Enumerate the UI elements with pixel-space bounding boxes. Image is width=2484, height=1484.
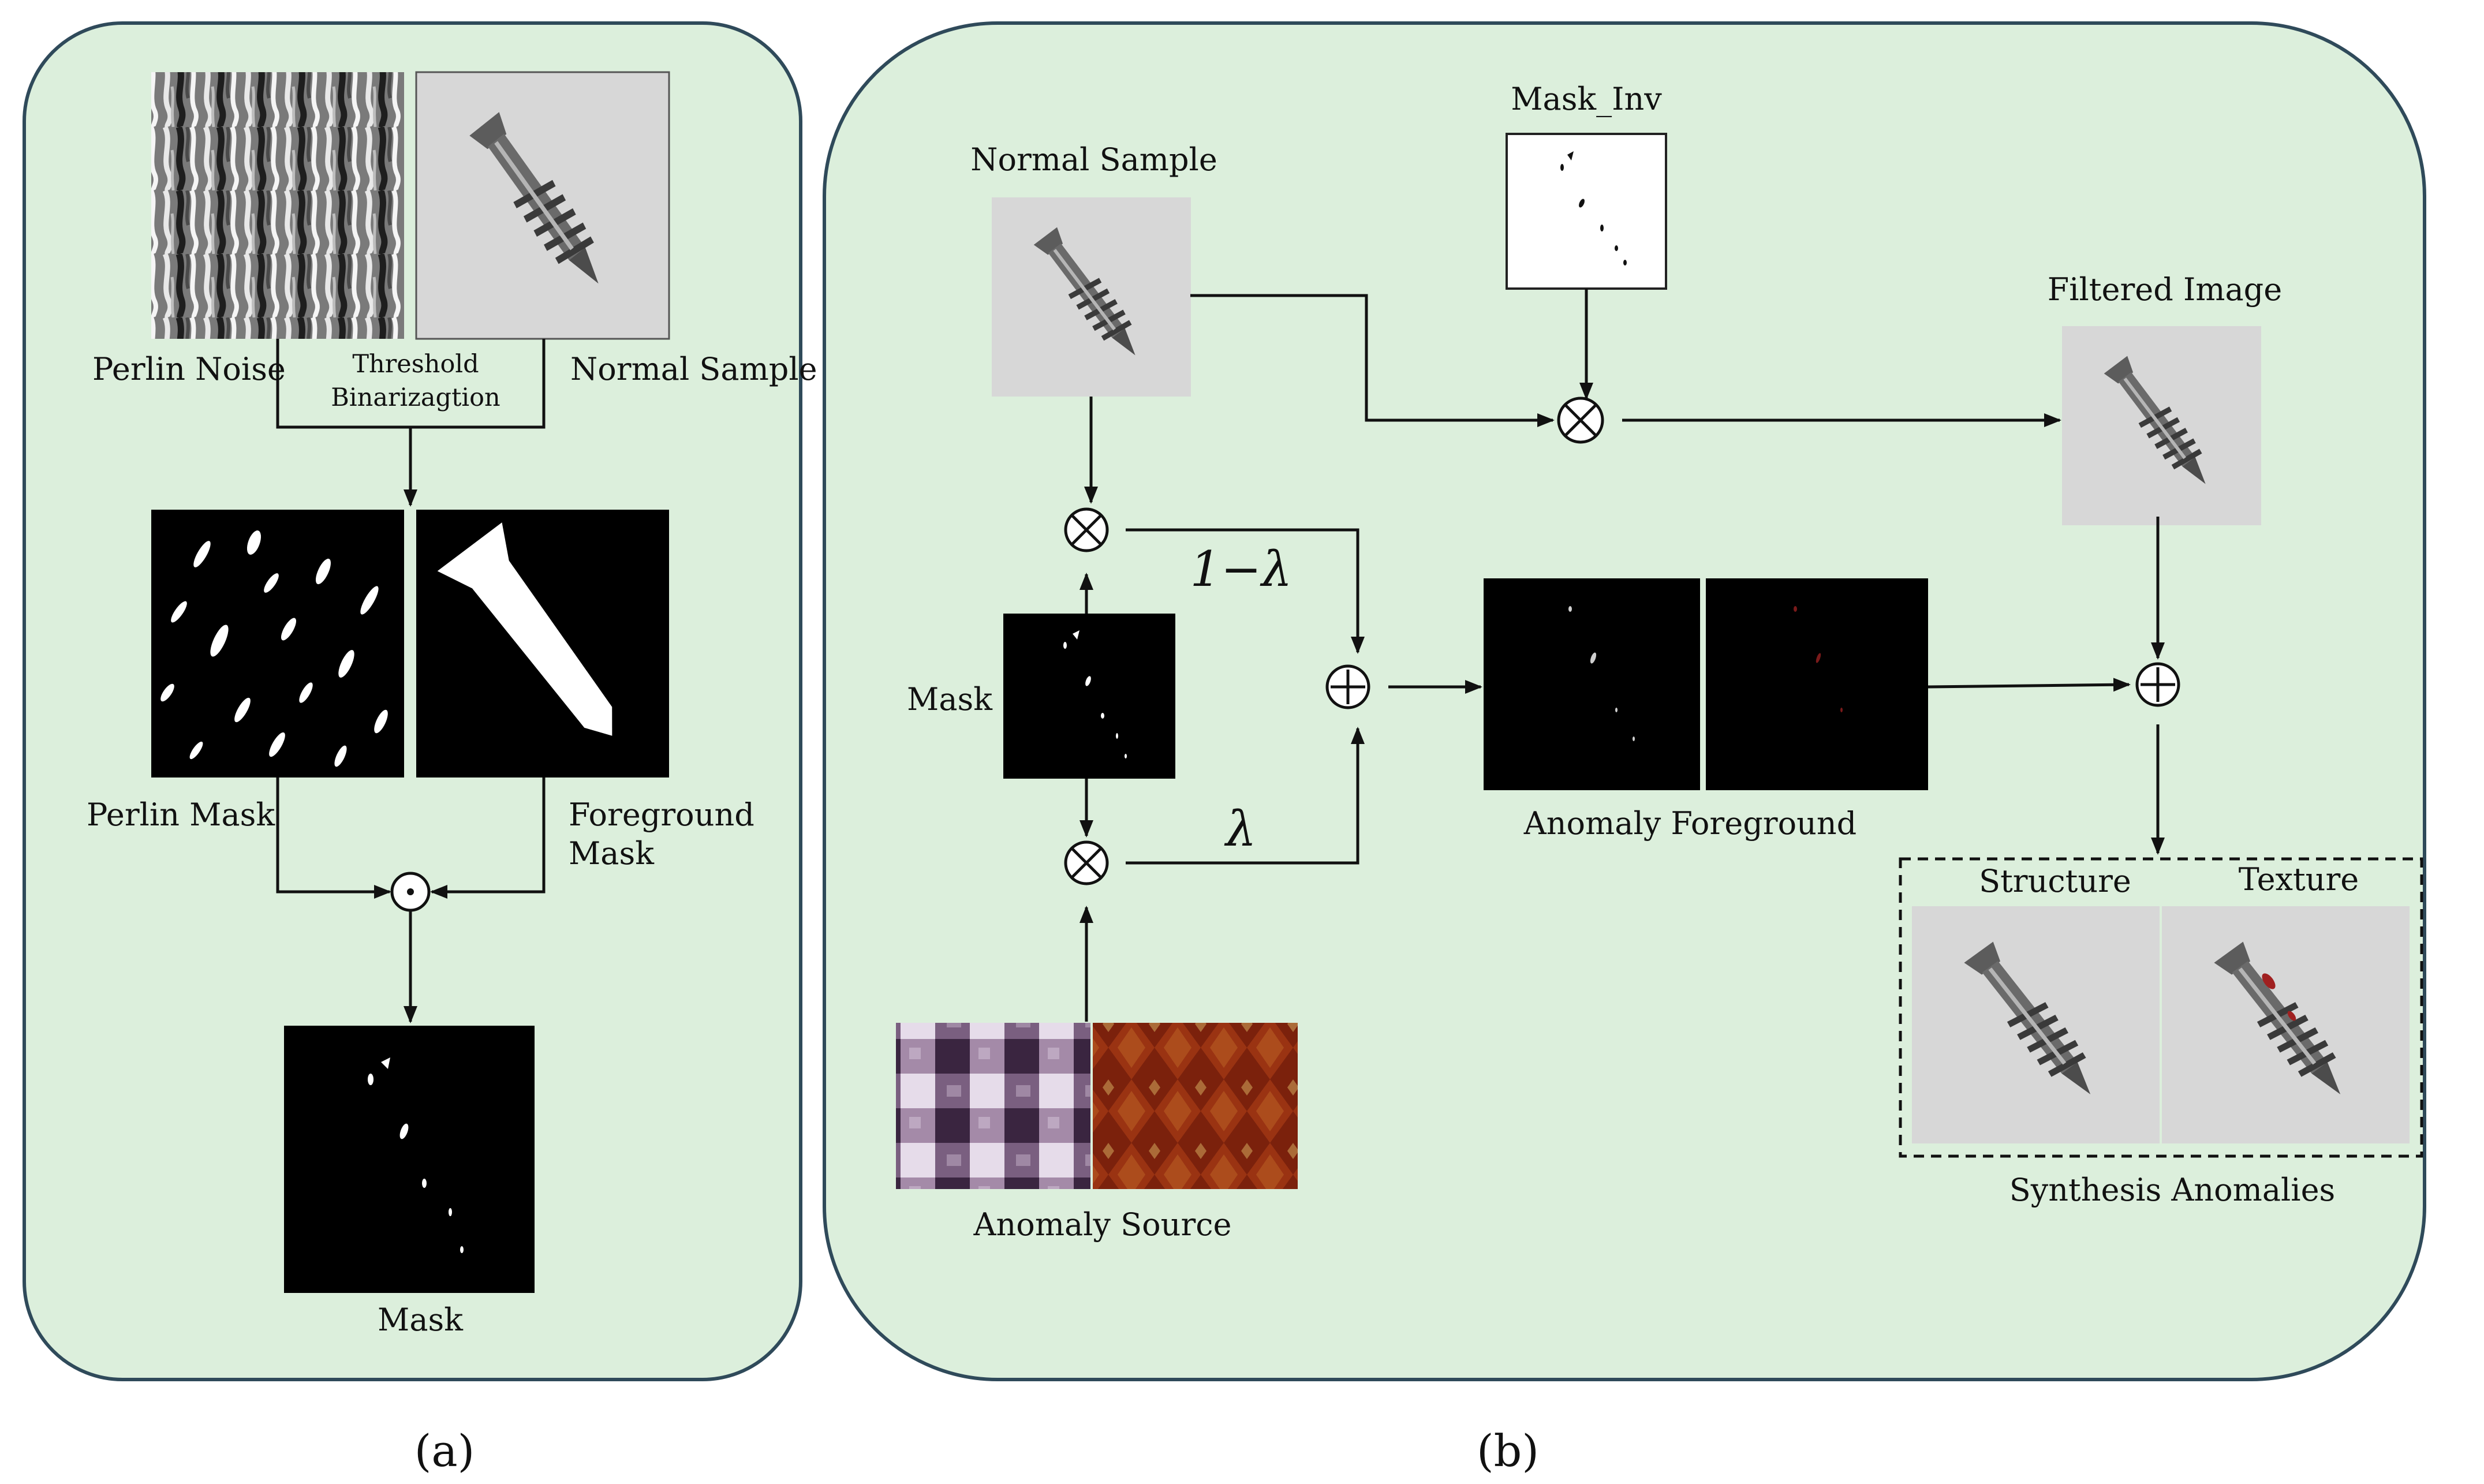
filtered-image bbox=[2062, 326, 2261, 525]
binarization-label: Binarizagtion bbox=[331, 383, 500, 412]
perlin-mask-label: Perlin Mask bbox=[87, 797, 275, 833]
anomaly-source-image bbox=[896, 1023, 1298, 1189]
perlin-mask-image bbox=[151, 510, 404, 777]
normal-sample-label-b: Normal Sample bbox=[970, 141, 1217, 178]
lambda-label: λ bbox=[1224, 801, 1256, 857]
perlin-mask-arrow bbox=[276, 777, 391, 899]
threshold-label: Threshold bbox=[352, 350, 479, 379]
circled-times-icon-lower bbox=[1064, 840, 1109, 885]
mask-inv-label: Mask_Inv bbox=[1511, 81, 1662, 117]
mask-inv-image bbox=[1506, 133, 1667, 290]
normal-sample-image-b bbox=[992, 197, 1191, 397]
foreground-mask-label-1: Foreground bbox=[569, 797, 754, 833]
upper-mult-to-add-arrow bbox=[1126, 528, 1365, 654]
lower-mult-to-add-arrow bbox=[1126, 727, 1365, 865]
circled-dot-icon bbox=[390, 872, 431, 912]
structure-anomaly-image bbox=[1912, 906, 2160, 1143]
circled-plus-icon-middle bbox=[1325, 664, 1370, 709]
mask-label-a: Mask bbox=[378, 1302, 464, 1338]
anomaly-source-label: Anomaly Source bbox=[973, 1206, 1232, 1243]
circled-times-icon-upper bbox=[1064, 507, 1109, 552]
normal-sample-label-a: Normal Sample bbox=[570, 351, 817, 387]
anomaly-foreground-label: Anomaly Foreground bbox=[1523, 805, 1857, 842]
mask-image-b bbox=[1003, 614, 1175, 779]
synthesis-box bbox=[1899, 857, 2423, 1158]
panel-b-caption: (b) bbox=[1477, 1425, 1539, 1476]
perlin-noise-label: Perlin Noise bbox=[92, 351, 286, 387]
anomaly-foreground-image bbox=[1484, 578, 1928, 790]
panel-a-background bbox=[23, 21, 802, 1381]
circled-plus-icon-right bbox=[2135, 662, 2180, 707]
filtered-image-label: Filtered Image bbox=[2048, 271, 2282, 308]
synthesis-label: Synthesis Anomalies bbox=[2009, 1172, 2335, 1208]
foreground-mask-label-2: Mask bbox=[569, 835, 655, 872]
normal-sample-image-a bbox=[416, 72, 669, 339]
texture-label: Texture bbox=[2239, 861, 2359, 898]
mask-image-a bbox=[284, 1026, 535, 1293]
foreground-to-add-arrow bbox=[1928, 678, 2131, 692]
sample-to-mult-arrow bbox=[1190, 294, 1555, 427]
texture-anomaly-image bbox=[2162, 906, 2410, 1143]
foreground-mask-image bbox=[416, 510, 669, 777]
perlin-noise-image bbox=[151, 72, 404, 339]
foreground-mask-arrow bbox=[430, 777, 546, 899]
one-minus-lambda-label: 1−λ bbox=[1190, 541, 1292, 597]
mask-label-b: Mask bbox=[907, 681, 993, 717]
panel-a-caption: (a) bbox=[414, 1425, 475, 1476]
structure-label: Structure bbox=[1979, 863, 2131, 899]
circled-times-icon-top bbox=[1557, 397, 1604, 444]
